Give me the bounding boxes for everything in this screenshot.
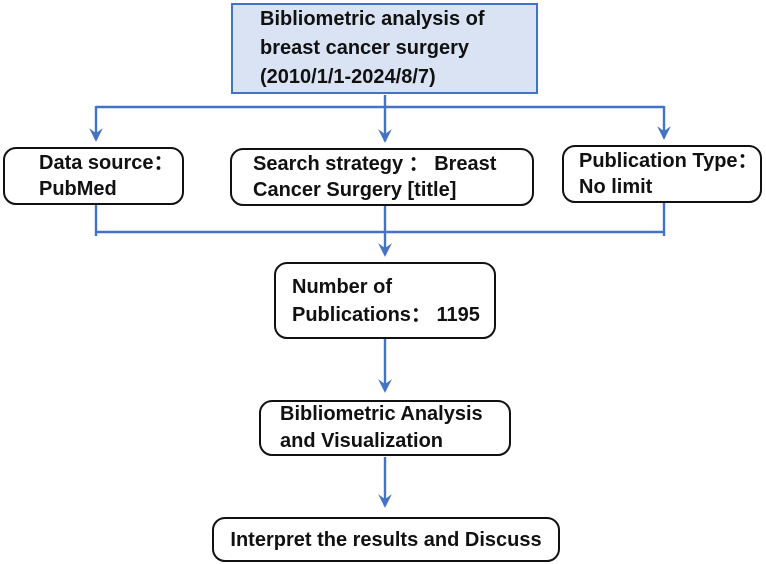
search-strategy-text: Search strategy ： Breast Cancer Surgery …: [253, 153, 497, 201]
interpret-text: Interpret the results and Discuss: [230, 528, 542, 551]
analysis-box: Bibliometric Analysis and Visualization: [259, 400, 511, 456]
interpret-box: Interpret the results and Discuss: [212, 517, 560, 562]
data-source-text: Data source： PubMed: [39, 152, 174, 200]
search-strategy-box: Search strategy ： Breast Cancer Surgery …: [230, 148, 534, 206]
publications-count-text: Number of Publications： 1195: [292, 275, 480, 326]
top-box: Bibliometric analysis of breast cancer s…: [231, 3, 538, 94]
data-source-box: Data source： PubMed: [3, 147, 184, 205]
top-box-text: Bibliometric analysis of breast cancer s…: [260, 8, 485, 88]
publication-type-box: Publication Type： No limit: [562, 145, 762, 203]
publications-count-box: Number of Publications： 1195: [274, 262, 496, 339]
analysis-text: Bibliometric Analysis and Visualization: [280, 403, 483, 452]
publication-type-text: Publication Type： No limit: [579, 150, 758, 198]
